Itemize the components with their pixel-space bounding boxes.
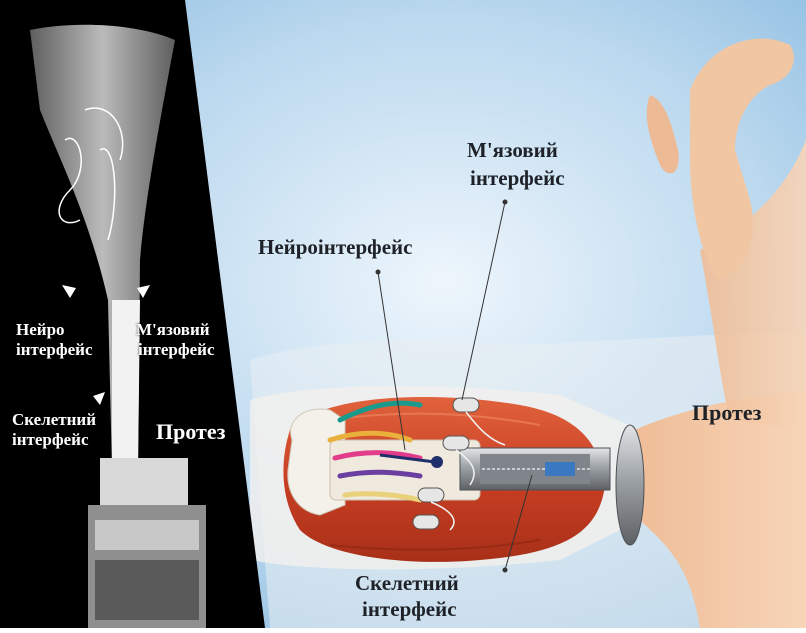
xray-neuro-label-line1: Нейро bbox=[16, 320, 65, 340]
xray-muscle-label-line1: М'язовий bbox=[136, 320, 210, 340]
skeletal-interface-label-line1: Скелетний bbox=[355, 571, 459, 595]
muscle-interface-label-line1: М'язовий bbox=[467, 138, 558, 162]
xray-muscle-label-line2: інтерфейс bbox=[138, 340, 215, 360]
xray-skeletal-label-line2: інтерфейс bbox=[12, 430, 89, 450]
xray-skeletal-label-line1: Скелетний bbox=[12, 410, 96, 430]
skeletal-interface-label-line2: інтерфейс bbox=[362, 597, 457, 621]
skeletal-implant bbox=[460, 448, 610, 490]
xray-neuro-label-line2: інтерфейс bbox=[16, 340, 93, 360]
prosthesis-label: Протез bbox=[692, 400, 761, 425]
neuro-interface-label: Нейроінтерфейс bbox=[258, 235, 412, 259]
muscle-interface-label-line2: інтерфейс bbox=[470, 166, 565, 190]
xray-prosthesis-label: Протез bbox=[156, 419, 225, 444]
